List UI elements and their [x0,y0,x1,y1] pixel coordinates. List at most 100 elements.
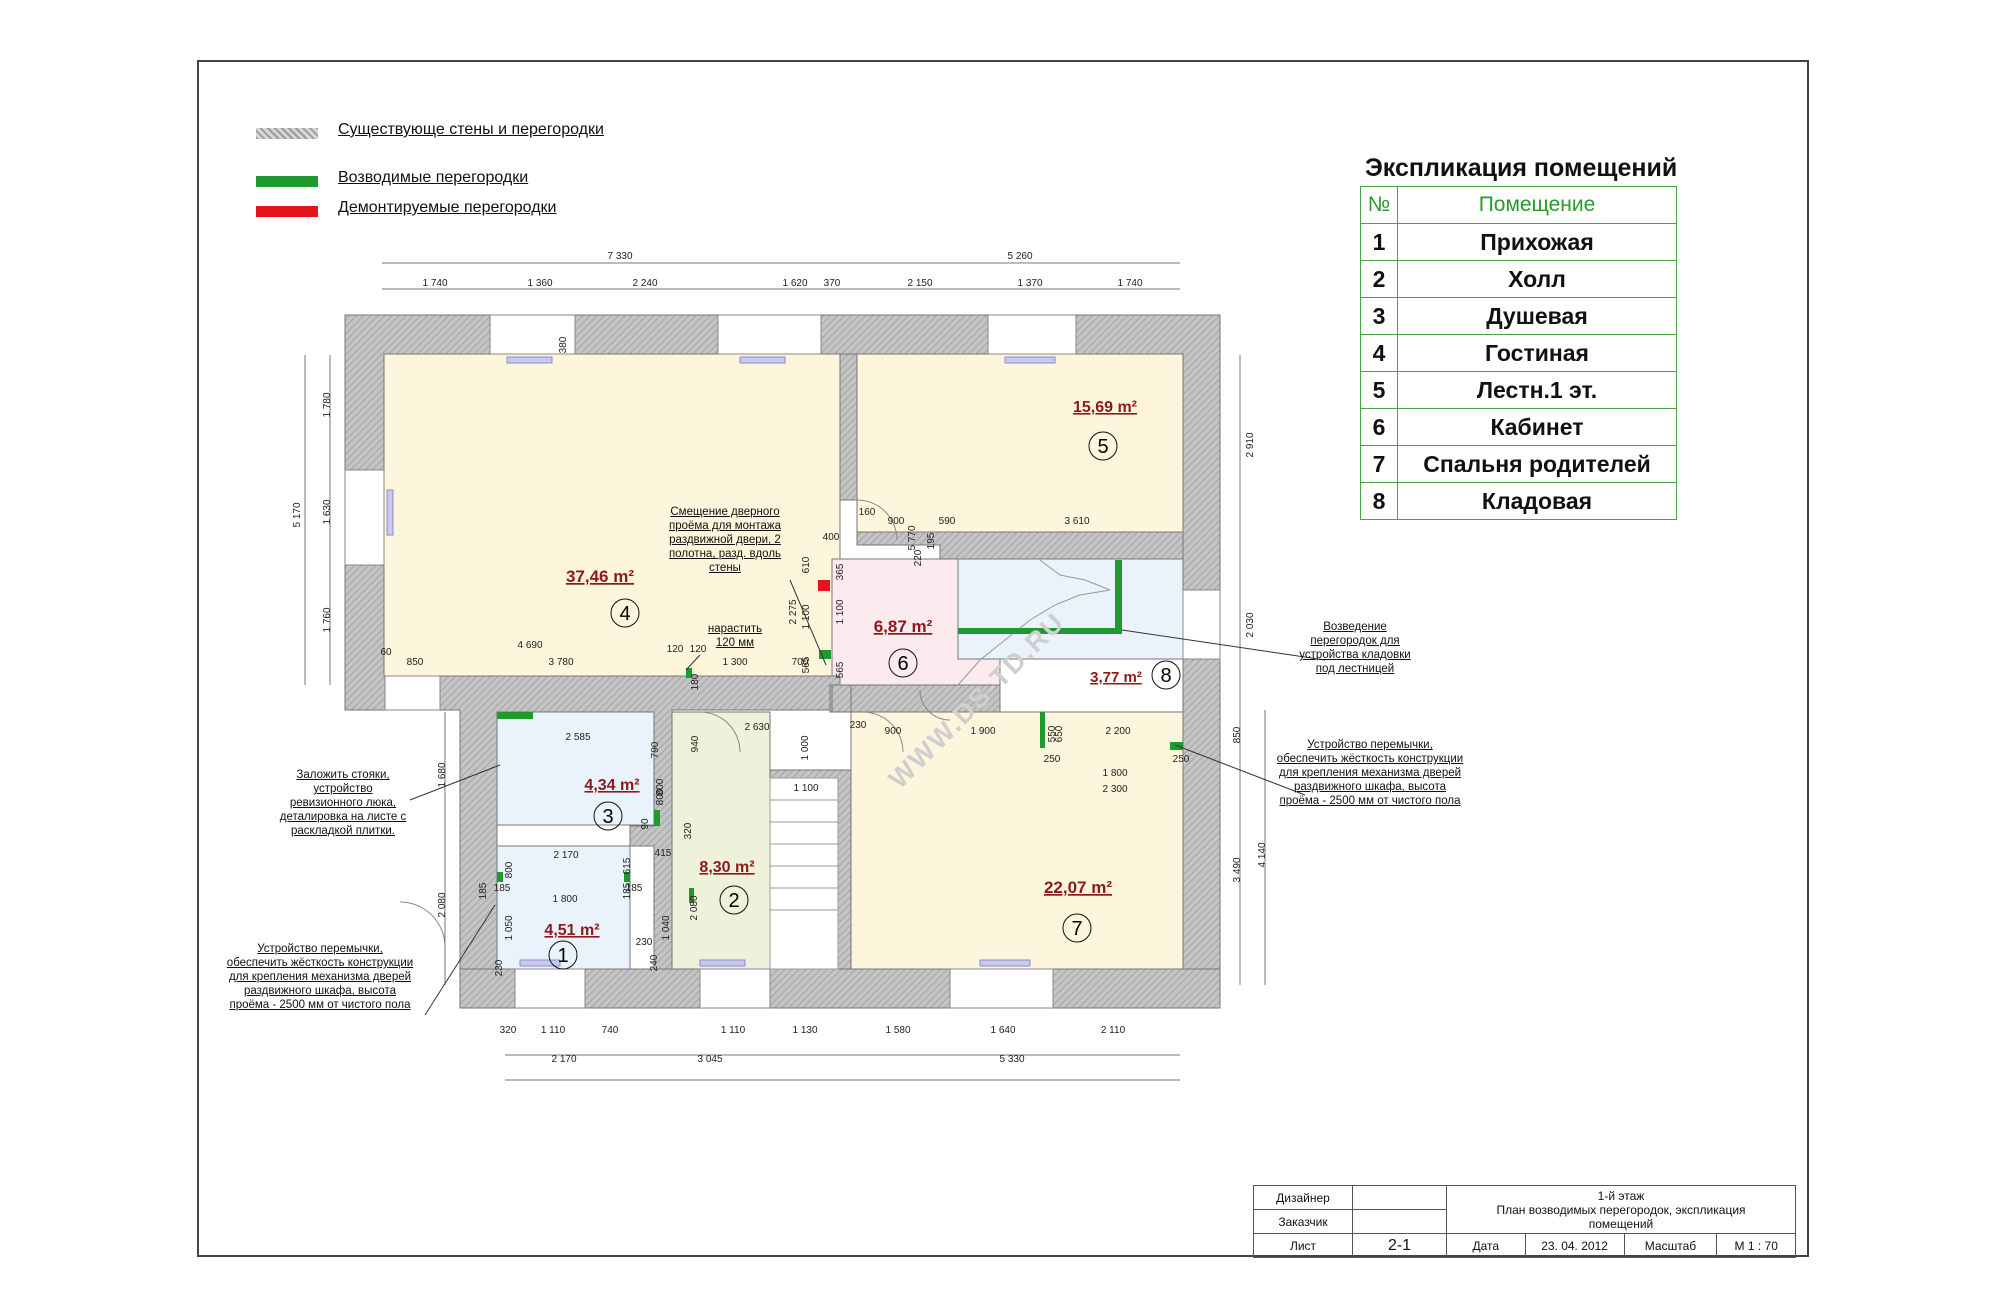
dimension-label: 2 910 [1245,432,1256,457]
stamp-client-value [1352,1209,1447,1234]
row-room: Кабинет [1397,408,1677,446]
dimension-label: 4 690 [517,640,542,651]
room-7-label: 22,07 m² 7 [1044,878,1112,943]
room-1-number: 1 [557,945,568,967]
dimension-label: 1 640 [990,1025,1015,1036]
dimension-label: 3 045 [697,1054,722,1065]
dimension-label: 1 300 [722,657,747,668]
row-no: 4 [1360,334,1398,372]
dimension-label: 1 580 [885,1025,910,1036]
room-labels: 37,46 m² 4 15,69 m² 5 6,87 m² 6 3,77 m² … [544,399,1181,970]
stamp-title: 1-й этаж План возводимых перегородок, эк… [1446,1185,1796,1234]
note-line: Смещение дверного [670,506,780,518]
room-2-label: 8,30 m² 2 [699,859,755,915]
dimension-label: 370 [824,278,841,289]
dimension-label: 320 [683,822,694,839]
dimension-label: 2 275 [788,599,799,624]
room-8-area: 3,77 m² [1090,669,1142,686]
dimension-label: 5 330 [999,1054,1024,1065]
row-no: 2 [1360,260,1398,298]
note-line: проёма для монтажа [668,520,782,532]
dimension-label: 380 [558,336,569,353]
legend-swatch-new [256,176,318,187]
room-8-label: 3,77 m² 8 [1090,660,1181,690]
dimension-label: 800 [504,861,515,878]
title-block: Дизайнер 1-й этаж План возводимых перего… [1253,1185,1796,1258]
note-lintel-left: Устройство перемычки, обеспечить жёсткос… [215,942,425,1012]
row-room: Прихожая [1397,223,1677,261]
dimension-label: 3 780 [548,657,573,668]
dimension-label: 1 370 [1017,278,1042,289]
legend-label-new: Возводимые перегородки [338,169,529,186]
dimension-label: 2 030 [1245,612,1256,637]
dimension-label: 590 [939,516,956,527]
note-line: раскладкой плитки. [291,825,395,837]
dimension-label: 1 100 [801,604,812,629]
note-door-shift: Смещение дверного проёма для монтажа раз… [640,505,810,575]
dimension-label: 2 630 [744,722,769,733]
row-room: Кладовая [1397,482,1677,520]
room-3-floor [496,711,655,826]
dimension-label: 160 [859,507,876,518]
dimension-label: 800 [655,788,666,805]
dimension-label: 1 760 [322,607,333,632]
dimension-label: 1 680 [437,762,448,787]
note-line: обеспечить жёсткость конструкции [226,957,414,969]
dimension-label: 5 260 [1007,251,1032,262]
dimension-label: 60 [380,647,392,658]
dimension-label: 2 080 [437,892,448,917]
dimension-label: 650 [1054,725,1065,742]
room-7-number: 7 [1071,918,1082,940]
dimension-label: 1 040 [661,915,672,940]
note-line: для крепления механизма дверей [228,971,412,983]
dimension-label: 365 [835,563,846,580]
room-4-area: 37,46 m² [566,567,634,586]
dimension-label: 1 100 [835,599,846,624]
dimension-label: 2 170 [553,850,578,861]
legend-label-existing: Существующе стены и перегородки [338,121,604,138]
stamp-client-label: Заказчик [1253,1209,1353,1234]
dimension-label: 2 110 [1101,1025,1126,1036]
row-no: 6 [1360,408,1398,446]
dimension-label: 3 610 [1064,516,1089,527]
note-line: деталировка на листе с [279,811,407,823]
room-floors [383,353,1184,970]
row-room: Душевая [1397,297,1677,335]
dimension-label: 320 [500,1025,517,1036]
dimension-label: 90 [640,818,651,830]
dimension-label: 1 100 [793,783,818,794]
dimension-label: 3 490 [1232,857,1243,882]
room-1-area: 4,51 m² [544,922,599,939]
dimension-label: 1 620 [782,278,807,289]
dimension-label: 185 [622,882,633,899]
dimension-label: 415 [655,848,672,859]
stamp-title-line2: План возводимых перегородок, экспликация [1496,1202,1746,1217]
stamp-designer-label: Дизайнер [1253,1185,1353,1210]
leader-lines [409,579,1326,1016]
doors [399,499,951,948]
dimension-label: 565 [835,661,846,678]
stairs [769,559,1111,970]
radiators [386,356,1056,967]
dimension-label: 565 [801,656,812,673]
note-line: полотна, разд. вдоль [668,548,782,560]
dimension-label: 120 [690,644,707,655]
dimension-label: 1 800 [552,894,577,905]
explication-col-room: Помещение [1397,186,1677,224]
dimension-label: 1 110 [721,1025,746,1036]
room-5-area: 15,69 m² [1073,399,1137,416]
room-6-area: 6,87 m² [874,617,933,636]
dimension-label: 1 800 [1102,768,1127,779]
dimension-label: 230 [850,720,867,731]
note-line: ревизионного люка, [289,797,397,809]
dimension-label: 1 000 [800,735,811,760]
dimension-label: 790 [650,741,661,758]
